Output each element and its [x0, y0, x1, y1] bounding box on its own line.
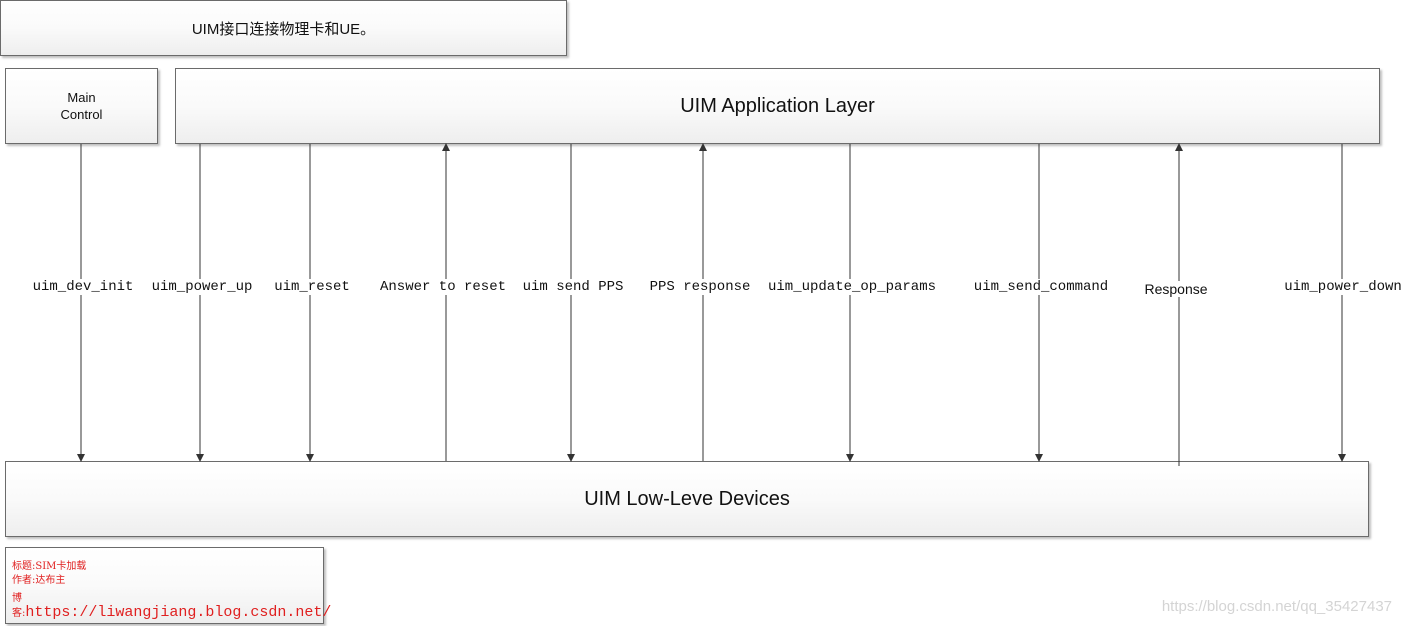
label-uim-power-down: uim_power_down	[1283, 279, 1401, 295]
label-response: Response	[1143, 281, 1209, 297]
application-layer-box: UIM Application Layer	[175, 68, 1380, 144]
diagram-title-text: UIM接口连接物理卡和UE。	[191, 20, 376, 38]
info-author-line: 作者:达布主	[12, 575, 66, 586]
info-title-line: 标题:SIM卡加载	[12, 561, 87, 572]
author-info-box: 标题:SIM卡加载 作者:达布主 博客:https://liwangjiang.…	[5, 547, 331, 624]
label-uim-update-op-params: uim_update_op_params	[766, 279, 938, 295]
watermark: https://blog.csdn.net/qq_35427437	[1161, 598, 1392, 615]
diagram-title: UIM接口连接物理卡和UE。	[0, 0, 567, 56]
main-control-box: Main Control	[5, 68, 158, 144]
info-blog-url[interactable]: https://liwangjiang.blog.csdn.net/	[25, 604, 332, 621]
low-level-devices-box: UIM Low-Leve Devices	[5, 461, 1369, 537]
label-pps-response: PPS response	[648, 279, 752, 295]
info-blog-line: 博客:https://liwangjiang.blog.csdn.net/	[12, 589, 331, 621]
label-uim-send-pps: uim send PPS	[521, 279, 625, 295]
application-layer-label: UIM Application Layer	[680, 94, 875, 117]
label-uim-power-up: uim_power_up	[150, 279, 254, 295]
label-answer-to-reset: Answer to reset	[378, 279, 508, 295]
main-control-label: Main Control	[60, 90, 103, 122]
label-uim-reset: uim_reset	[273, 279, 351, 295]
low-level-devices-label: UIM Low-Leve Devices	[584, 487, 790, 510]
label-uim-send-command: uim_send_command	[972, 279, 1110, 295]
info-blog-prefix: 博客:	[12, 593, 26, 619]
label-uim-dev-init: uim_dev_init	[31, 279, 135, 295]
